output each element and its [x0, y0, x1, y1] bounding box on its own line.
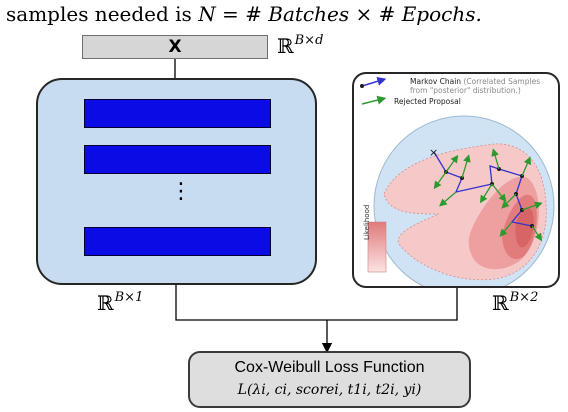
- network-layer: [84, 99, 271, 128]
- mcmc-illustration: ×: [360, 76, 555, 286]
- mcmc-output-space-label: ℝB×2: [492, 290, 538, 315]
- loss-function-formula: L(λi, ci, scorei, t1i, t2i, yi): [237, 382, 422, 398]
- loss-function-title: Cox-Weibull Loss Function: [234, 359, 425, 376]
- legend-markov-chain-label: Markov Chain: [410, 77, 462, 86]
- colorbar-label: Likelihood: [363, 204, 371, 240]
- mcmc-output-base: ℝ: [492, 291, 509, 315]
- ellipsis-glyph: ⋮: [170, 179, 192, 204]
- network-output-base: ℝ: [97, 291, 114, 315]
- legend-markov-chain: Markov Chain (Correlated Samples from "p…: [410, 77, 550, 95]
- legend-rejected-label: Rejected Proposal: [394, 97, 461, 106]
- network-output-exponent: B×1: [114, 290, 144, 305]
- input-space-label: ℝB×d: [277, 33, 323, 58]
- input-space-base: ℝ: [277, 34, 294, 58]
- legend-rejected-proposal: Rejected Proposal: [394, 97, 461, 106]
- loss-function-box: Cox-Weibull Loss Function L(λi, ci, scor…: [188, 351, 471, 408]
- input-space-exponent: B×d: [294, 33, 324, 48]
- input-label: X: [168, 37, 182, 57]
- header-text: samples needed is: [6, 2, 192, 26]
- network-output-space-label: ℝB×1: [97, 290, 143, 315]
- density-core: [515, 207, 534, 248]
- header-formula: N = # Batches × # Epochs.: [198, 2, 482, 26]
- green-arrow-icon: [361, 95, 387, 105]
- network-to-loss-line: [175, 285, 458, 321]
- network-layer: [84, 145, 271, 174]
- markov-chain-path: [433, 151, 533, 227]
- mcmc-panel: ×: [352, 72, 560, 288]
- input-box: X: [82, 35, 268, 59]
- likelihood-colorbar: [367, 221, 387, 273]
- blue-arrow-icon: [361, 76, 387, 87]
- network-layer: [84, 227, 271, 256]
- legend-markov-chain-sublabel: (Correlated Samples from "posterior" dis…: [410, 77, 541, 95]
- rejected-proposals: [433, 148, 543, 242]
- chain-start-marker: ×: [429, 146, 438, 159]
- mcmc-output-exponent: B×2: [509, 290, 539, 305]
- layer-ellipsis: ⋮: [170, 181, 192, 203]
- header-sentence: samples needed is N = # Batches × # Epoc…: [6, 2, 566, 26]
